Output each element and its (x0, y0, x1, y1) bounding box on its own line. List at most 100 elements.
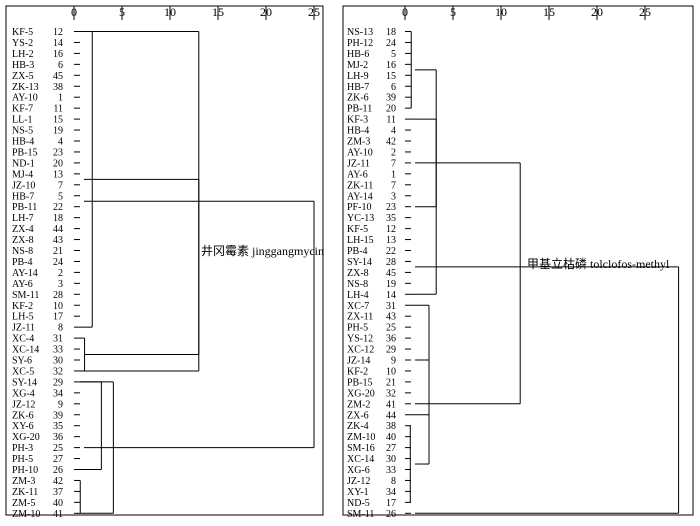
leaf-label: ZM-5 (12, 498, 35, 509)
leaf-label: XC-4 (12, 334, 34, 345)
leaf-label: MJ-4 (12, 169, 33, 180)
leaf-number: 45 (53, 71, 63, 82)
leaf-label: PH-3 (12, 443, 33, 454)
leaf-label: SY-14 (12, 377, 37, 388)
leaf-label: XY-1 (347, 487, 369, 498)
panel-frame (342, 5, 694, 516)
leaf-label: ZM-2 (347, 399, 370, 410)
leaf-label: YC-13 (347, 213, 374, 224)
leaf-label: JZ-10 (12, 180, 35, 191)
leaf-number: 1 (391, 169, 396, 180)
leaf-label: PH-5 (12, 454, 33, 465)
leaf-label: HB-3 (12, 60, 34, 71)
leaf-number: 10 (53, 301, 63, 312)
leaf-label: AY-14 (347, 191, 373, 202)
leaf-number: 4 (58, 137, 63, 148)
leaf-number: 5 (391, 49, 396, 60)
leaf-label: SM-16 (347, 443, 375, 454)
leaf-label: ZM-3 (12, 476, 35, 487)
leaf-label: ZM-10 (12, 509, 40, 520)
leaf-label: SY-6 (12, 356, 32, 367)
leaf-label: SM-11 (347, 509, 374, 520)
leaf-label: NS-8 (347, 279, 368, 290)
leaf-number: 20 (53, 158, 63, 169)
leaf-label: JZ-14 (347, 356, 370, 367)
leaf-label: ZK-11 (12, 487, 38, 498)
leaf-number: 45 (386, 268, 396, 279)
leaf-number: 6 (58, 60, 63, 71)
leaf-label: ZX-4 (12, 224, 34, 235)
leaf-label: ZK-6 (12, 410, 34, 421)
leaf-number: 42 (53, 476, 63, 487)
leaf-label: KF-3 (347, 115, 368, 126)
leaf-number: 13 (53, 169, 63, 180)
leaf-label: XC-14 (12, 345, 39, 356)
leaf-number: 39 (386, 93, 396, 104)
leaf-number: 5 (58, 191, 63, 202)
leaf-number: 4 (391, 126, 396, 137)
leaf-number: 37 (53, 487, 63, 498)
leaf-number: 35 (53, 421, 63, 432)
leaf-number: 19 (386, 279, 396, 290)
leaf-number: 13 (386, 235, 396, 246)
leaf-label: YS-12 (347, 334, 373, 345)
leaf-number: 29 (53, 377, 63, 388)
leaf-number: 24 (53, 257, 63, 268)
leaf-number: 14 (53, 38, 63, 49)
leaf-label: ZX-11 (347, 312, 373, 323)
leaf-number: 44 (386, 410, 396, 421)
leaf-number: 28 (386, 257, 396, 268)
leaf-number: 20 (386, 104, 396, 115)
leaf-label: LH-4 (347, 290, 369, 301)
leaf-number: 8 (391, 476, 396, 487)
fungicide-annotation: 井冈霉素 jinggangmycin (201, 244, 324, 258)
leaf-label: LH-9 (347, 71, 369, 82)
leaf-number: 32 (386, 388, 396, 399)
leaf-number: 15 (53, 115, 63, 126)
leaf-label: AY-10 (347, 147, 373, 158)
leaf-number: 44 (53, 224, 63, 235)
leaf-label: PB-15 (12, 147, 38, 158)
leaf-label: XG-4 (12, 388, 35, 399)
leaf-number: 34 (53, 388, 63, 399)
leaf-number: 22 (53, 202, 63, 213)
leaf-label: XC-14 (347, 454, 374, 465)
leaf-number: 27 (386, 443, 396, 454)
leaf-number: 30 (386, 454, 396, 465)
leaf-number: 26 (53, 465, 63, 476)
leaf-number: 36 (386, 334, 396, 345)
leaf-label: LH-15 (347, 235, 374, 246)
leaf-number: 21 (53, 246, 63, 257)
leaf-number: 7 (58, 180, 63, 191)
leaf-label: KF-2 (347, 366, 368, 377)
leaf-number: 35 (386, 213, 396, 224)
leaf-number: 40 (386, 432, 396, 443)
leaf-number: 25 (53, 443, 63, 454)
leaf-label: JZ-11 (12, 323, 35, 334)
leaf-label: ZK-13 (12, 82, 39, 93)
leaf-number: 25 (386, 323, 396, 334)
leaf-label: LH-2 (12, 49, 34, 60)
leaf-number: 42 (386, 137, 396, 148)
leaf-label: ZX-5 (12, 71, 34, 82)
leaf-number: 16 (53, 49, 63, 60)
leaf-number: 33 (386, 465, 396, 476)
leaf-number: 9 (391, 356, 396, 367)
leaf-label: XC-12 (347, 345, 374, 356)
leaf-number: 8 (58, 323, 63, 334)
leaf-label: PB-4 (347, 246, 368, 257)
leaf-label: NS-8 (12, 246, 33, 257)
leaf-number: 12 (53, 27, 63, 38)
fungicide-annotation: 甲基立枯磷 tolclofos-methyl (527, 256, 670, 271)
leaf-label: LL-1 (12, 115, 33, 126)
leaf-label: JZ-12 (12, 399, 35, 410)
leaf-number: 24 (386, 38, 396, 49)
leaf-label: JZ-12 (347, 476, 370, 487)
leaf-label: ZM-3 (347, 137, 370, 148)
leaf-label: ND-1 (12, 158, 35, 169)
leaf-number: 41 (53, 509, 63, 520)
leaf-number: 15 (386, 71, 396, 82)
leaf-label: HB-6 (347, 49, 369, 60)
leaf-label: LH-7 (12, 213, 34, 224)
